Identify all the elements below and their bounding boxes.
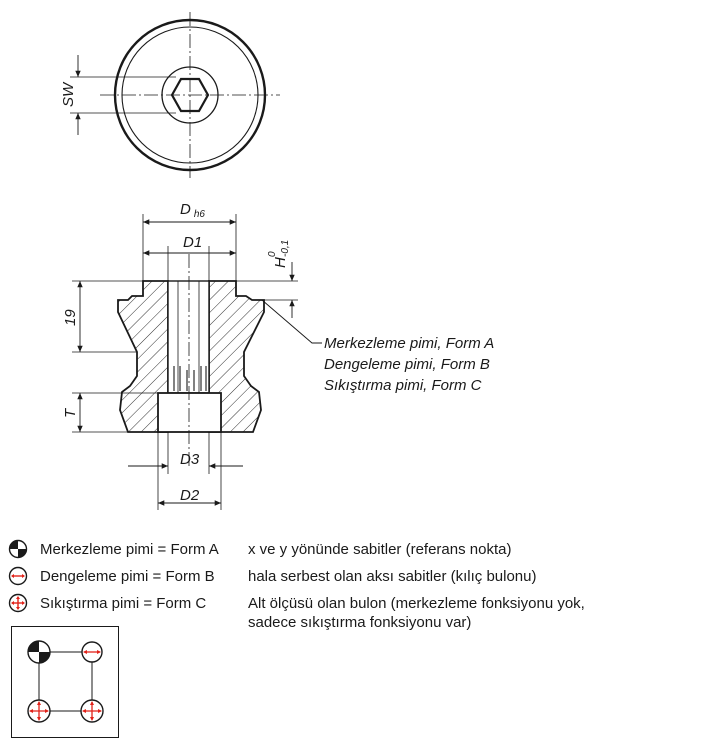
dim-d2: D2 [180,487,200,504]
balancing-pin-icon [8,566,28,586]
legend-desc-form-b: hala serbest olan aksı sabitler (kılıç b… [248,567,537,585]
pin-form-b-icon [81,641,103,663]
dim-t: T [62,407,79,418]
legend-label-form-b: Dengeleme pimi = Form B [40,567,215,585]
dim-d3: D3 [180,451,200,468]
body-section [117,280,169,433]
callout-form-a: Merkezleme pimi, Form A [324,335,494,352]
dim-d1: D1 [183,234,202,251]
callout-form-c: Sıkıştırma pimi, Form C [324,377,482,394]
clamping-pin-icon [8,593,28,613]
legend-row-form-b: Dengeleme pimi = Form B hala serbest ola… [8,565,536,587]
dim-h: H 0 -0,1 [267,240,291,268]
section-dimensions [72,214,322,510]
legend-row-form-c: Sıkıştırma pimi = Form C Alt ölçüsü olan… [8,592,585,614]
pin-form-c-icon [80,699,104,723]
svg-text:H: H [272,257,289,268]
dim-19: 19 [62,309,79,326]
top-view [70,12,280,178]
legend-desc-form-c-continued: sadece sıkıştırma fonksiyonu var) [248,614,472,631]
callout-form-b: Dengeleme pimi, Form B [324,356,490,373]
svg-text:-0,1: -0,1 [280,240,291,257]
legend-desc-form-c: Alt ölçüsü olan bulon (merkezleme fonksi… [248,594,585,612]
svg-text:0: 0 [267,251,278,257]
centering-pin-icon [8,539,28,559]
hex-socket [170,77,210,113]
legend-row-form-a: Merkezleme pimi = Form A x ve y yönünde … [8,538,511,560]
technical-drawing: SW [60,12,494,510]
pin-form-a-icon [27,640,51,664]
pin-arrangement-diagram [11,626,119,738]
legend-label-form-c: Sıkıştırma pimi = Form C [40,594,207,612]
section-view [117,254,265,468]
dim-sw: SW [60,81,77,107]
body-section-right [208,280,265,433]
legend-label-form-a: Merkezleme pimi = Form A [40,540,219,558]
legend-desc-form-a: x ve y yönünde sabitler (referans nokta) [248,540,512,558]
pin-form-c-icon [27,699,51,723]
